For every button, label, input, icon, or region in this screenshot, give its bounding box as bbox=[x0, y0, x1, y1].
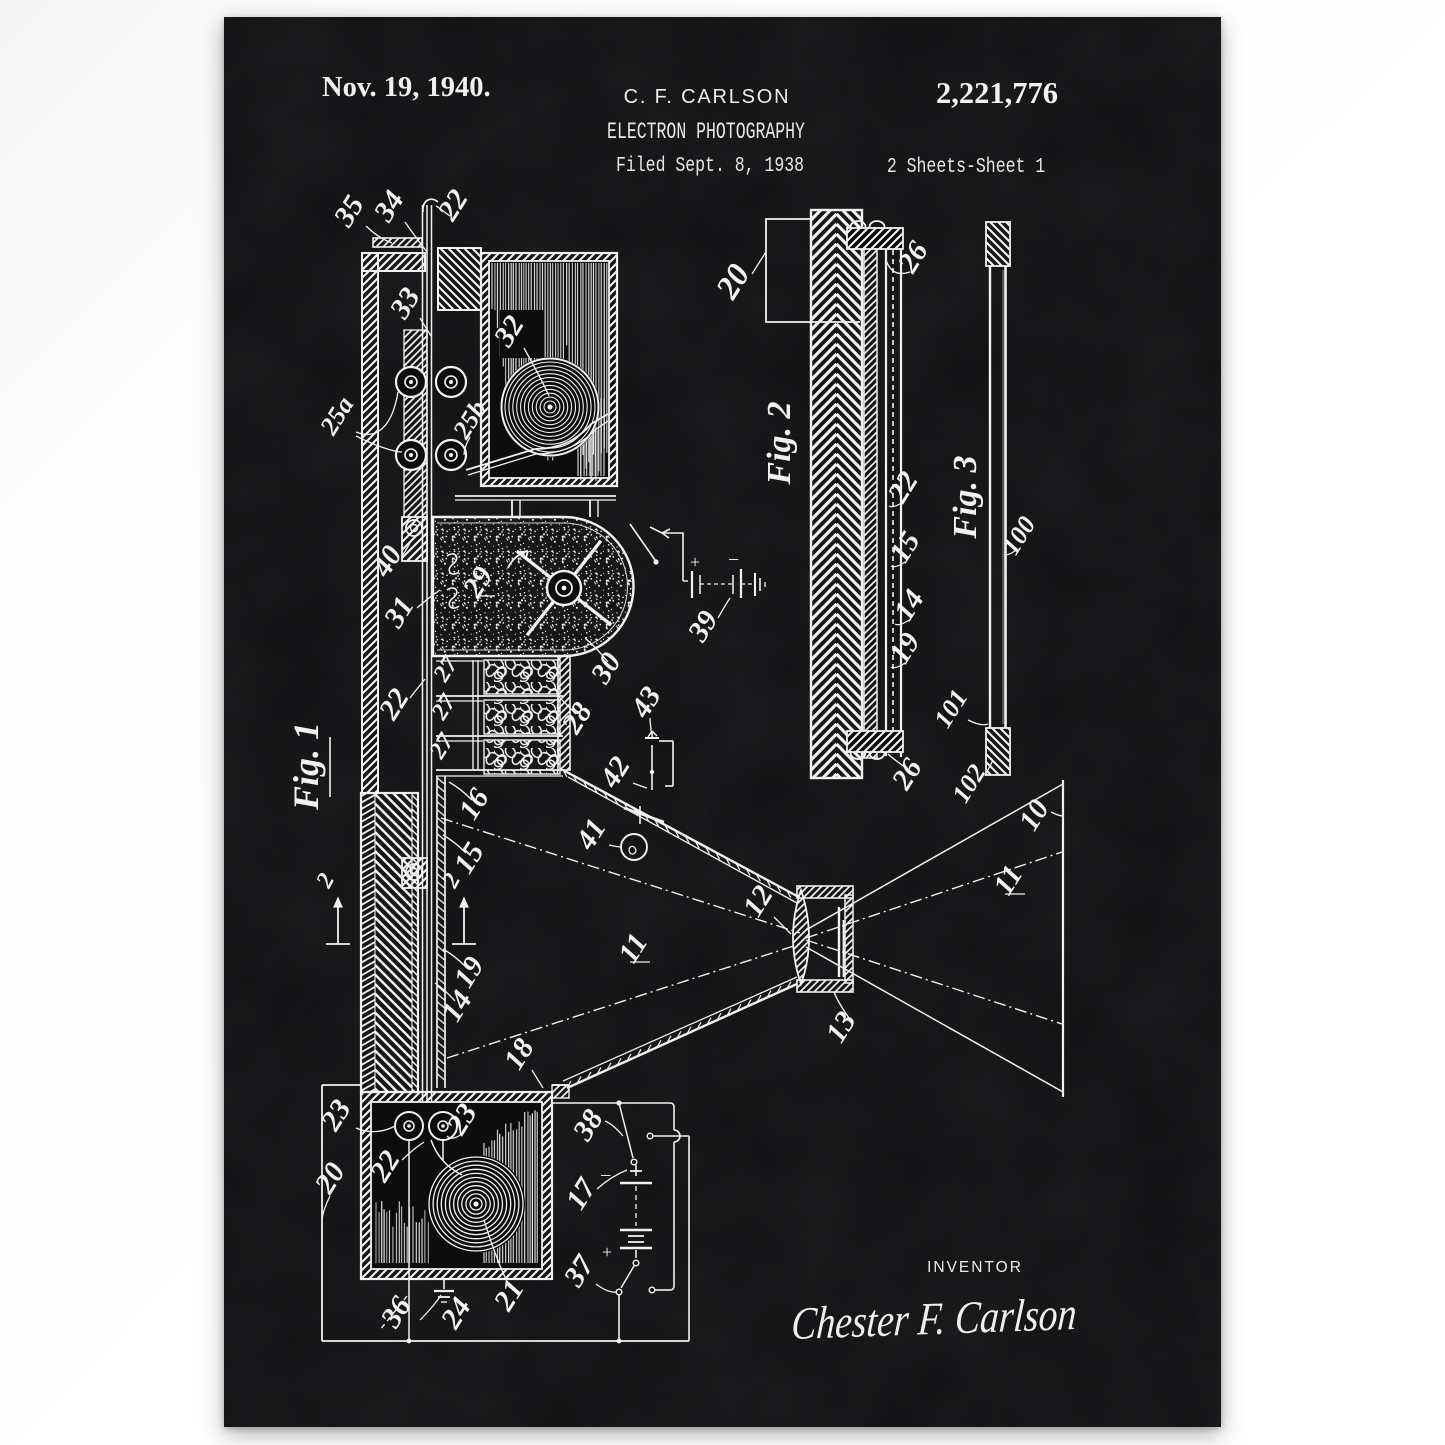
svg-text:Chester F. Carlson: Chester F. Carlson bbox=[790, 1289, 1079, 1350]
svg-text:Nov. 19, 1940.: Nov. 19, 1940. bbox=[322, 72, 491, 103]
svg-text:C. F. CARLSON: C. F. CARLSON bbox=[624, 86, 791, 108]
svg-text:2 Sheets-Sheet 1: 2 Sheets-Sheet 1 bbox=[887, 154, 1045, 179]
svg-text:Fig. 1: Fig. 1 bbox=[286, 722, 326, 811]
svg-text:ELECTRON PHOTOGRAPHY: ELECTRON PHOTOGRAPHY bbox=[607, 119, 805, 146]
svg-text:Filed Sept. 8, 1938: Filed Sept. 8, 1938 bbox=[616, 153, 804, 178]
svg-text:−: − bbox=[728, 549, 739, 571]
svg-text:+: + bbox=[602, 1242, 612, 1262]
svg-text:+: + bbox=[690, 552, 700, 572]
svg-text:Fig. 3: Fig. 3 bbox=[947, 455, 984, 539]
svg-text:Fig. 2: Fig. 2 bbox=[761, 401, 798, 485]
svg-text:INVENTOR: INVENTOR bbox=[927, 1259, 1023, 1276]
svg-text:2,221,776: 2,221,776 bbox=[936, 76, 1058, 110]
svg-text:−: − bbox=[600, 1165, 611, 1187]
